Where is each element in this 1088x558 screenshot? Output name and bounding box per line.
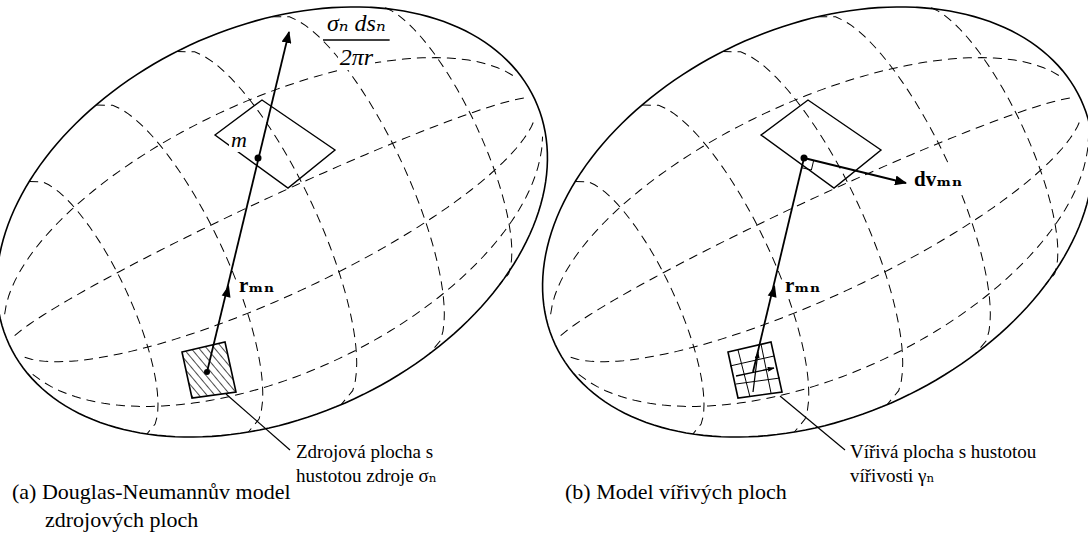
callout-text: Zdrojová plocha s hustotou zdroje σₙ (296, 441, 437, 486)
callout-text: Vířivá plocha s hustotou vířivosti γₙ (850, 440, 1055, 488)
fraction-numerator: σₙ dsₙ (325, 8, 388, 38)
target-panel (215, 100, 335, 188)
target-panel (761, 100, 881, 188)
parallel-line (818, 0, 1026, 354)
vector-label: dvₘₙ (912, 166, 964, 192)
right-ellipsoid (473, 0, 1088, 521)
r-line (753, 158, 804, 372)
parallel-line (96, 82, 297, 432)
meridian-line (7, 82, 524, 336)
point-label: m (229, 127, 249, 152)
leader-line (780, 396, 845, 450)
point-label: m (229, 126, 249, 154)
point-m (255, 155, 262, 162)
callout-text: Zdrojová plocha s hustotou zdroje σₙ (296, 440, 476, 488)
parallel-line (723, 27, 941, 405)
figure-caption: (a) Douglas-Neumannův model zdrojových p… (12, 478, 342, 533)
parallel-line (575, 164, 731, 434)
parallel-line (916, 0, 1087, 285)
vortex-patch (728, 342, 782, 398)
vortex-grid (730, 356, 774, 366)
patch-point (204, 369, 210, 375)
fraction-bar-ground (322, 37, 391, 43)
parallel-line (272, 0, 480, 354)
ellipsoid-outline (473, 0, 1088, 521)
meridian-line (0, 0, 515, 314)
vortex-arrow (736, 368, 774, 376)
figure-caption: (b) Model vířivých ploch (565, 479, 787, 504)
vector-label: dvₘₙ (912, 167, 964, 191)
meridian-line (512, 0, 1061, 314)
leader-line (226, 394, 290, 450)
vortex-grid (736, 378, 780, 384)
r-arrowhead (222, 285, 231, 298)
fraction-numerator: σₙ dsₙ (325, 10, 388, 36)
fraction-bar (323, 39, 390, 40)
velocity-arrow (207, 32, 289, 372)
fraction-denominator: 2πr (338, 44, 375, 70)
meridian-line (571, 119, 1088, 408)
vector-label: rₘₙ (783, 273, 823, 297)
meridian-line (553, 82, 1070, 336)
figure-caption: (a) Douglas-Neumannův model zdrojových p… (12, 479, 291, 532)
right-angle-mark (802, 160, 814, 170)
parallel-line (642, 82, 843, 432)
meridian-line (33, 137, 592, 479)
vector-label: rₘₙ (783, 272, 823, 298)
parallel-line (177, 27, 395, 405)
vector-label: rₘₙ (237, 272, 277, 298)
parallel-line (370, 0, 541, 285)
r-arrowhead (768, 285, 777, 298)
left-ellipsoid (0, 0, 617, 521)
dv-arrow (804, 158, 906, 183)
fraction-denominator: 2πr (338, 42, 375, 72)
callout-text: Vířivá plocha s hustotou vířivosti γₙ (850, 441, 1036, 486)
figure-caption: (b) Model vířivých ploch (565, 478, 985, 506)
parallel-line (29, 164, 185, 434)
ellipsoid-outline (0, 0, 617, 521)
source-patch (182, 342, 236, 398)
vector-label: rₘₙ (237, 273, 277, 297)
